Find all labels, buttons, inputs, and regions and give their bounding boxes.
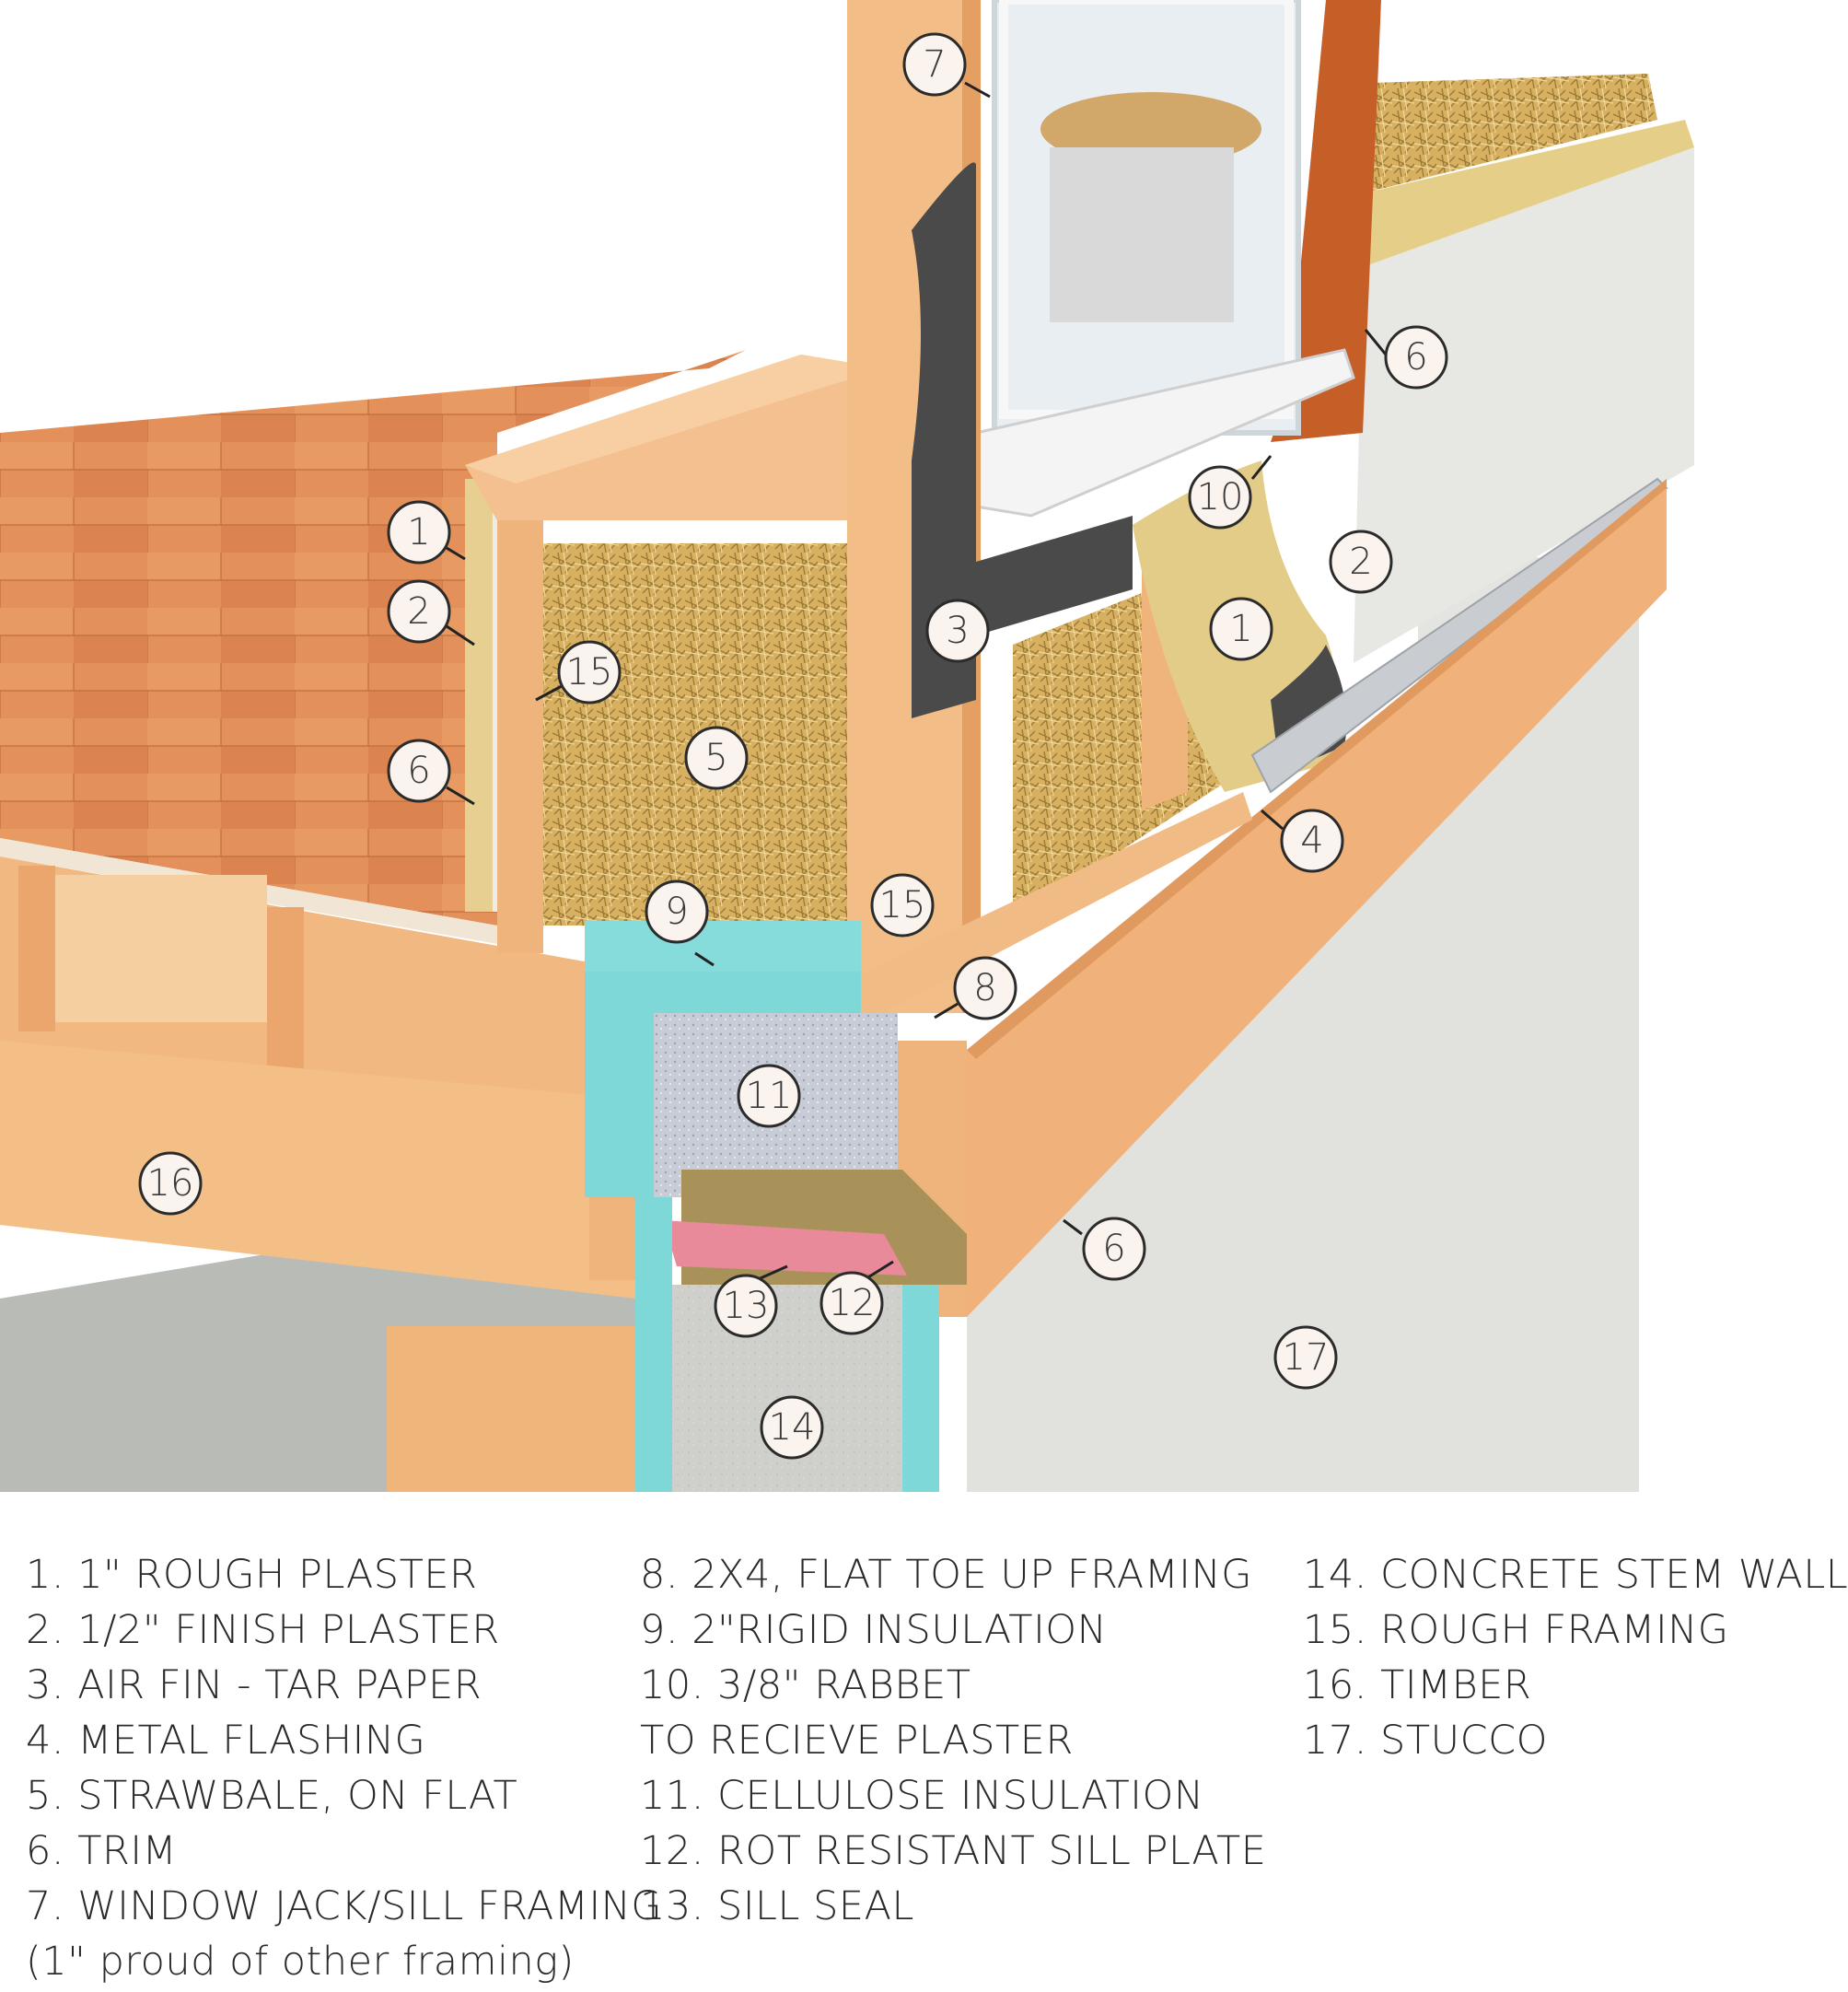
joist-a: [18, 866, 55, 1031]
callout-tar-paper: 3: [925, 599, 990, 663]
legend-item: 1. 1" ROUGH PLASTER: [26, 1552, 478, 1598]
floor-surface: [0, 350, 746, 926]
svg-text:13: 13: [723, 1285, 770, 1327]
legend: 1. 1" ROUGH PLASTER 2. 1/2" FINISH PLAST…: [0, 1547, 1848, 1989]
callout-rabbet: 10: [1188, 465, 1252, 530]
legend-item: 7. WINDOW JACK/SILL FRAMING: [26, 1883, 663, 1929]
legend-item: 12. ROT RESISTANT SILL PLATE: [640, 1828, 1267, 1874]
svg-text:6: 6: [407, 750, 430, 792]
callout-window-jack-framing: 7: [902, 32, 967, 97]
timber-beam: [0, 1041, 635, 1299]
toe-up-framing: [856, 792, 1252, 1022]
svg-text:5: 5: [704, 737, 727, 779]
legend-item: 16. TIMBER: [1303, 1662, 1532, 1708]
callout-strawbale: 5: [684, 726, 749, 790]
legend-column-1: 1. 1" ROUGH PLASTER 2. 1/2" FINISH PLAST…: [26, 1547, 662, 1989]
svg-text:1: 1: [1229, 608, 1252, 650]
callout-rigid-insulation: 9: [645, 880, 709, 944]
callout-stucco: 17: [1273, 1325, 1338, 1390]
callout-finish-plaster-exterior: 2: [1329, 530, 1393, 594]
svg-text:1: 1: [407, 511, 430, 553]
callout-concrete-stem-wall: 14: [760, 1395, 824, 1460]
svg-text:9: 9: [665, 891, 688, 933]
wall-top-straw: [1363, 74, 1657, 193]
svg-text:6: 6: [1404, 336, 1427, 379]
wall-section-diagram: 7 6 10 2 1 3 1 2 15 5 6 4 9 15 8 11 16: [0, 0, 1694, 1492]
exterior-trim-top: [967, 479, 1667, 1059]
legend-item: 13. SILL SEAL: [640, 1883, 914, 1929]
svg-text:10: 10: [1197, 476, 1244, 518]
callout-rough-plaster-exterior: 1: [1209, 597, 1273, 661]
legend-item: 2. 1/2" FINISH PLASTER: [26, 1607, 500, 1653]
rigid-insulation-band-top: [585, 921, 861, 972]
svg-text:2: 2: [407, 590, 430, 633]
legend-item-continuation: TO RECIEVE PLASTER: [640, 1718, 1074, 1764]
legend-item: 10. 3/8" RABBET: [640, 1662, 971, 1708]
svg-text:6: 6: [1102, 1228, 1125, 1270]
legend-item: 11. CELLULOSE INSULATION: [640, 1773, 1204, 1819]
legend-item: 6. TRIM: [26, 1828, 178, 1874]
legend-item: 4. METAL FLASHING: [26, 1718, 426, 1764]
sill-cap-top: [465, 355, 884, 483]
stem-wall-insulation-right: [902, 1285, 939, 1492]
callout-metal-flashing: 4: [1280, 809, 1344, 873]
legend-item-note: (1" proud of other framing): [26, 1939, 575, 1985]
svg-text:12: 12: [829, 1282, 876, 1324]
finish-plaster-wall: [1354, 147, 1694, 663]
callout-sill-seal: 13: [714, 1274, 778, 1338]
svg-text:11: 11: [746, 1075, 793, 1117]
interior-plaster-rough: [465, 479, 493, 912]
svg-text:7: 7: [923, 43, 946, 86]
callout-finish-plaster-interior: 2: [387, 579, 451, 644]
stem-wall-insulation-left: [635, 1197, 672, 1492]
callout-rough-framing-center: 15: [870, 873, 935, 938]
legend-item: 9. 2"RIGID INSULATION: [640, 1607, 1108, 1653]
joist-b: [267, 907, 304, 1091]
tar-paper-air-fin: [912, 162, 1133, 718]
window-view-column: [1050, 147, 1234, 322]
callout-sill-plate: 12: [819, 1271, 884, 1335]
callout-timber: 16: [138, 1151, 203, 1216]
callout-trim-exterior: 6: [1082, 1217, 1146, 1281]
svg-text:14: 14: [769, 1406, 816, 1449]
svg-text:16: 16: [147, 1162, 194, 1205]
svg-text:8: 8: [973, 967, 996, 1009]
svg-text:3: 3: [946, 610, 969, 652]
callout-rough-framing-left: 15: [557, 640, 622, 705]
sill-seal: [663, 1220, 907, 1276]
legend-column-2: 8. 2X4, FLAT TOE UP FRAMING 9. 2"RIGID I…: [640, 1547, 1266, 1934]
rough-framing-left: [497, 520, 543, 953]
wall-top-plaster: [1363, 120, 1694, 267]
callout-toe-up-framing: 8: [953, 956, 1017, 1020]
legend-column-3: 14. CONCRETE STEM WALL 15. ROUGH FRAMING…: [1303, 1547, 1848, 1768]
joist-void-a: [55, 875, 267, 1022]
exterior-trim-band: [967, 479, 1667, 1317]
legend-item: 8. 2X4, FLAT TOE UP FRAMING: [640, 1552, 1252, 1598]
legend-item: 17. STUCCO: [1303, 1718, 1548, 1764]
svg-text:2: 2: [1349, 541, 1372, 583]
callout-trim-interior: 6: [387, 739, 451, 803]
legend-item: 15. ROUGH FRAMING: [1303, 1607, 1729, 1653]
callout-cellulose: 11: [737, 1064, 801, 1128]
callout-rough-plaster-interior: 1: [387, 500, 451, 565]
svg-text:17: 17: [1283, 1336, 1330, 1379]
legend-item: 5. STRAWBALE, ON FLAT: [26, 1773, 518, 1819]
legend-item: 14. CONCRETE STEM WALL: [1303, 1552, 1848, 1598]
svg-text:15: 15: [879, 884, 926, 926]
callout-trim-upper: 6: [1384, 325, 1448, 390]
svg-text:15: 15: [566, 651, 613, 693]
svg-text:4: 4: [1300, 820, 1323, 862]
legend-item: 3. AIR FIN - TAR PAPER: [26, 1662, 482, 1708]
timber-post: [387, 1326, 645, 1492]
